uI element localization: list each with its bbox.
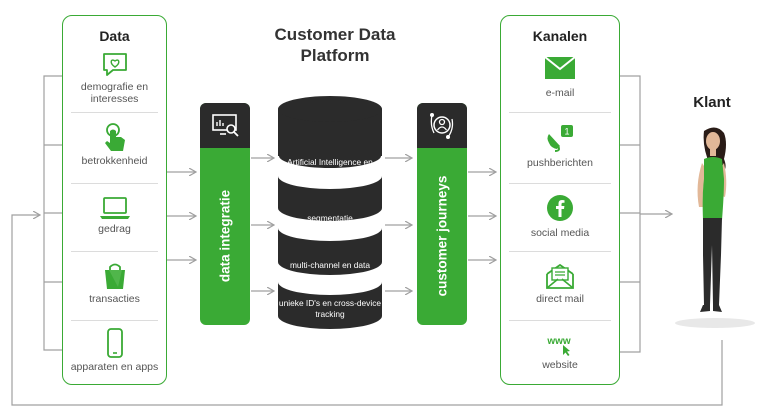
monitor-search-icon [212,114,239,137]
divider [509,112,611,113]
customer-journeys-label: customer journeys [434,175,450,297]
channel-item-email: e-mail [501,56,619,99]
channel-item-label: e-mail [545,87,575,99]
hand-pointer-icon [104,123,125,151]
data-panel: Data demografie en interesses betrokkenh… [62,15,167,385]
data-integration-cap [200,103,250,148]
db-segment-unique-ids: unieke ID's en cross-device tracking [278,298,382,319]
divider [71,251,158,252]
user-path-icon [430,113,454,139]
www-cursor-icon: www [546,336,571,356]
data-item-demographics: demografie en interesses [63,52,166,105]
database-cylinder-icon [277,96,383,329]
laptop-icon [99,197,130,219]
bell-notification-icon: 1 [547,125,573,152]
customer-journeys-cap [417,103,467,148]
customer-person-icon [675,127,755,328]
divider [71,112,158,113]
cdp-title: Customer Data Platform [274,25,396,65]
data-panel-title: Data [99,28,130,44]
divider [71,320,158,321]
data-item-label: demografie en interesses [80,81,149,105]
data-integration-pillar: data integratie [200,103,250,325]
channel-item-social: social media [501,194,619,239]
letter-icon [546,263,574,289]
divider [509,251,611,252]
channel-item-label: social media [530,227,590,239]
customer-title: Klant [693,94,731,111]
channel-item-direct-mail: direct mail [501,262,619,305]
svg-text:www: www [546,336,571,347]
data-item-label: betrokkenheid [81,155,148,167]
channel-item-label: pushberichten [527,157,593,169]
channel-item-label: direct mail [536,293,584,305]
data-item-label: transacties [89,293,140,305]
data-item-transactions: transacties [63,262,166,305]
envelope-icon [544,56,576,79]
customer-journeys-pillar: customer journeys [417,103,467,325]
db-segment-segmentation: segmentatie [307,213,353,223]
data-item-devices: apparaten en apps [63,328,166,373]
speech-bubble-heart-icon [102,53,127,76]
data-item-label: apparaten en apps [70,361,159,373]
divider [71,183,158,184]
channel-item-website: www website [501,332,619,371]
shopping-bag-icon [104,263,125,289]
channel-item-label: website [542,359,578,371]
divider [509,320,611,321]
divider [509,183,611,184]
data-integration-label: data integratie [217,189,233,283]
db-segment-ai-ml: Artificial Intelligence en Machine Learn… [287,157,373,178]
channels-panel-title: Kanalen [532,28,588,44]
channels-panel: Kanalen e-mail 1 pushberichten social me… [500,15,620,385]
data-item-label: gedrag [98,223,131,235]
data-item-engagement: betrokkenheid [63,122,166,167]
data-item-behaviour: gedrag [63,196,166,235]
channel-item-push: 1 pushberichten [501,124,619,169]
smartphone-icon [106,328,123,358]
db-segment-multichannel: multi-channel en data [289,260,371,270]
facebook-icon [547,195,573,221]
notification-badge: 1 [564,127,569,137]
